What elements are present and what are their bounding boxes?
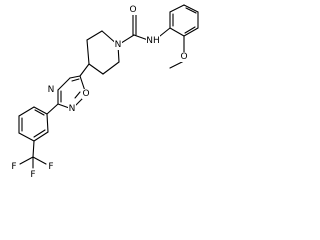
atom-label-piperidine-nitrogen: N: [115, 40, 122, 50]
atom-label-amide-nitrogen: NH: [146, 36, 160, 46]
atom-label-oxadiazole-nitrogen-left: N: [48, 85, 55, 95]
atom-label-fluorine-bottom: F: [30, 170, 35, 180]
atom-label-methoxy-oxygen: O: [180, 52, 187, 62]
atom-label-fluorine-left: F: [11, 162, 16, 172]
atom-labels: O NH O N N O N F F F: [10, 5, 188, 180]
atom-label-carbonyl-oxygen: O: [129, 5, 136, 15]
atom-label-oxadiazole-nitrogen-bottom: N: [69, 104, 76, 114]
atom-label-oxadiazole-oxygen: O: [82, 89, 89, 99]
chemical-structure: O NH O N N O N F F F: [10, 4, 199, 180]
bond-lines: [18, 4, 199, 169]
atom-label-fluorine-right: F: [48, 162, 53, 172]
